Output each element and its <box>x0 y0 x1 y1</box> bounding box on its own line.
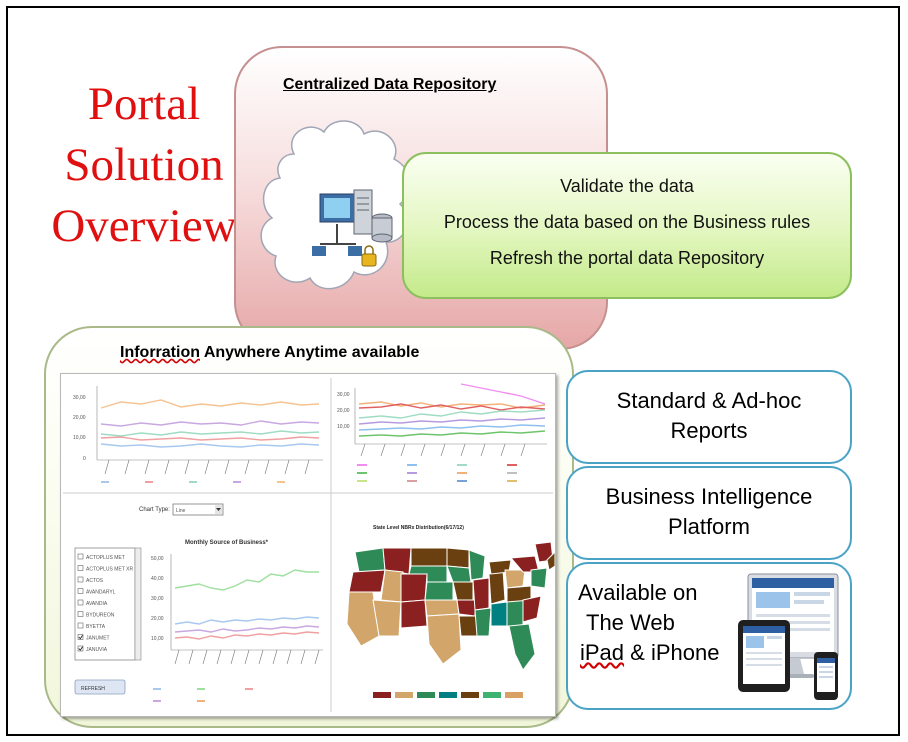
title-line-1: Portal <box>87 78 201 130</box>
svg-text:50,00: 50,00 <box>151 556 164 562</box>
monthly-chart-title: Monthly Source of Business* <box>185 540 269 546</box>
refresh-label: REFRESH <box>81 686 105 692</box>
monthly-line-chart: 50,00 40,00 30,00 20,00 10,00 <box>151 554 323 702</box>
product-checkbox[interactable] <box>77 634 84 640</box>
product-label: BYETTA <box>86 624 106 630</box>
reports-line-1: Standard & Ad-hoc <box>616 388 802 413</box>
title-line-3: Overview <box>51 200 237 252</box>
dashboard-graphics: 30,00 20,00 10,00 0 <box>63 378 556 712</box>
information-title-rest: Anywhere Anytime available <box>200 344 420 361</box>
product-checkbox[interactable] <box>77 588 84 594</box>
svg-text:10,00: 10,00 <box>337 424 350 430</box>
bi-box <box>566 466 852 560</box>
availability-text: Available on The Web iPad & iPhone <box>578 578 719 668</box>
availability-line-2: The Web <box>586 610 675 635</box>
information-title: Inforration Anywhere Anytime available <box>120 344 419 362</box>
svg-text:30,00: 30,00 <box>337 392 350 398</box>
product-label: AVANDARYL <box>86 590 116 596</box>
chart-type-label: Chart Type: <box>139 507 170 513</box>
bi-text: Business Intelligence Platform <box>566 482 852 542</box>
product-list[interactable]: ACTOPLUS MET ACTOPLUS MET XR ACTOS AVANDARY… <box>74 547 142 661</box>
product-checkbox[interactable] <box>77 645 84 652</box>
svg-text:10,00: 10,00 <box>73 435 86 441</box>
reports-box <box>566 370 852 464</box>
availability-iphone: & iPhone <box>624 640 720 665</box>
slide-frame <box>6 6 900 736</box>
product-checkbox[interactable] <box>77 622 84 629</box>
top-left-line-chart: 30,00 20,00 10,00 0 <box>73 386 323 483</box>
product-checkbox[interactable] <box>77 599 84 606</box>
map-legend <box>373 692 523 698</box>
reports-line-2: Reports <box>670 418 748 443</box>
cloud-server-icon <box>260 120 411 290</box>
product-label: ACTOS <box>86 578 104 584</box>
svg-text:0: 0 <box>83 456 86 462</box>
list-scrollbar <box>134 547 142 661</box>
process-step-business-rules: Process the data based on the Business r… <box>443 212 811 232</box>
bi-line-1: Business Intelligence <box>605 484 813 509</box>
svg-text:30,00: 30,00 <box>151 596 164 602</box>
refresh-button[interactable]: REFRESH <box>74 679 126 695</box>
title-line-2: Solution <box>64 139 224 191</box>
slide-title: Portal Solution Overview <box>44 74 244 257</box>
checkmark-icon <box>78 646 83 651</box>
product-label: JANUVIA <box>86 647 108 653</box>
us-map <box>346 541 556 671</box>
svg-text:40,00: 40,00 <box>151 576 164 582</box>
chart-type-value: Line <box>176 508 186 514</box>
product-label: JANUMET <box>86 636 110 642</box>
product-label: ACTOPLUS MET <box>86 555 125 561</box>
product-checkbox[interactable] <box>77 611 84 617</box>
product-label: BYDUREON <box>86 613 115 619</box>
repository-title: Centralized Data Repository <box>283 76 497 93</box>
product-label: AVANDIA <box>86 601 108 607</box>
svg-text:10,00: 10,00 <box>151 636 164 642</box>
map-title: State Level NBRx Distribution(6/17/12) <box>373 525 464 531</box>
svg-text:20,00: 20,00 <box>151 616 164 622</box>
process-box <box>402 152 852 299</box>
information-title-misspelled: Inforration <box>120 344 200 361</box>
chevron-down-icon <box>216 508 221 511</box>
availability-line-3: iPad & iPhone <box>578 638 719 668</box>
product-label: ACTOPLUS MET XR <box>86 567 133 573</box>
dashboard-screenshot: 30,00 20,00 10,00 0 <box>60 373 556 717</box>
svg-text:30,00: 30,00 <box>73 395 86 401</box>
availability-ipad: iPad <box>580 640 625 665</box>
checkmark-icon <box>78 635 83 640</box>
product-checkbox[interactable] <box>77 565 84 571</box>
bi-line-2: Platform <box>668 514 750 539</box>
process-step-validate: Validate the data <box>560 176 694 196</box>
process-step-refresh: Refresh the portal data Repository <box>489 248 765 268</box>
top-right-line-chart: 30,00 20,00 10,00 <box>337 383 547 482</box>
availability-line-1: Available on <box>578 580 698 605</box>
chart-type-select[interactable]: Line <box>172 503 224 516</box>
product-checkbox[interactable] <box>77 576 84 583</box>
product-checkbox[interactable] <box>77 553 84 560</box>
svg-text:20,00: 20,00 <box>73 415 86 421</box>
devices-icon <box>738 573 839 700</box>
svg-text:20,00: 20,00 <box>337 408 350 414</box>
reports-text: Standard & Ad-hoc Reports <box>566 386 852 446</box>
